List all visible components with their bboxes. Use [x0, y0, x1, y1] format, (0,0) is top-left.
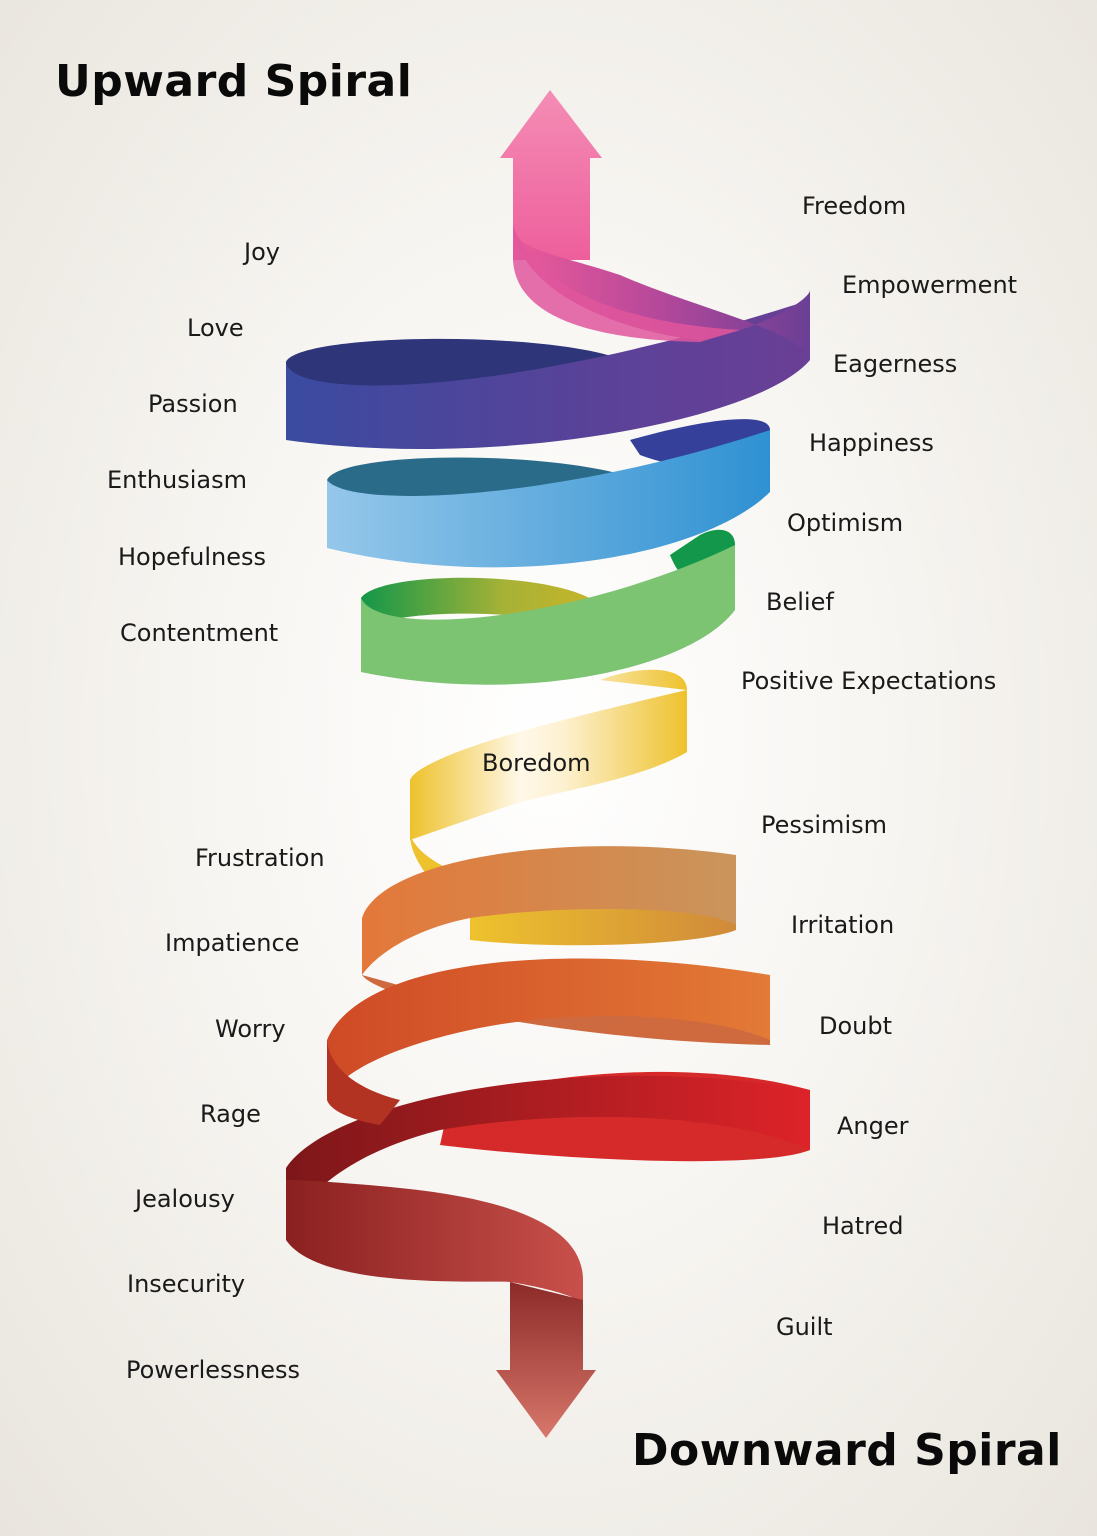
label-boredom: Boredom [482, 749, 591, 777]
label-passion: Passion [148, 390, 238, 418]
label-worry: Worry [215, 1015, 286, 1043]
label-rage: Rage [200, 1100, 261, 1128]
label-doubt: Doubt [819, 1012, 893, 1040]
label-freedom: Freedom [802, 192, 907, 220]
label-contentment: Contentment [120, 619, 279, 647]
up-arrow-icon [500, 90, 602, 260]
label-anger: Anger [837, 1112, 909, 1140]
label-guilt: Guilt [776, 1313, 833, 1341]
label-enthusiasm: Enthusiasm [107, 466, 247, 494]
label-joy: Joy [244, 238, 280, 266]
label-irritation: Irritation [791, 911, 895, 939]
label-frustration: Frustration [195, 844, 325, 872]
label-happiness: Happiness [809, 429, 934, 457]
label-pessimism: Pessimism [761, 811, 887, 839]
label-hatred: Hatred [822, 1212, 904, 1240]
downward-spiral-title: Downward Spiral [632, 1425, 1062, 1476]
label-impatience: Impatience [165, 929, 300, 957]
label-belief: Belief [766, 588, 834, 616]
down-arrow-icon [496, 1282, 596, 1438]
label-eagerness: Eagerness [833, 350, 958, 378]
label-insecurity: Insecurity [127, 1270, 246, 1298]
label-love: Love [187, 314, 244, 342]
label-hopefulness: Hopefulness [118, 543, 267, 571]
label-jealousy: Jealousy [135, 1185, 235, 1213]
upward-spiral-title: Upward Spiral [55, 56, 413, 107]
label-powerlessness: Powerlessness [126, 1356, 300, 1384]
label-empowerment: Empowerment [842, 271, 1018, 299]
label-optimism: Optimism [787, 509, 904, 537]
label-positive-expectations: Positive Expectations [741, 667, 997, 695]
